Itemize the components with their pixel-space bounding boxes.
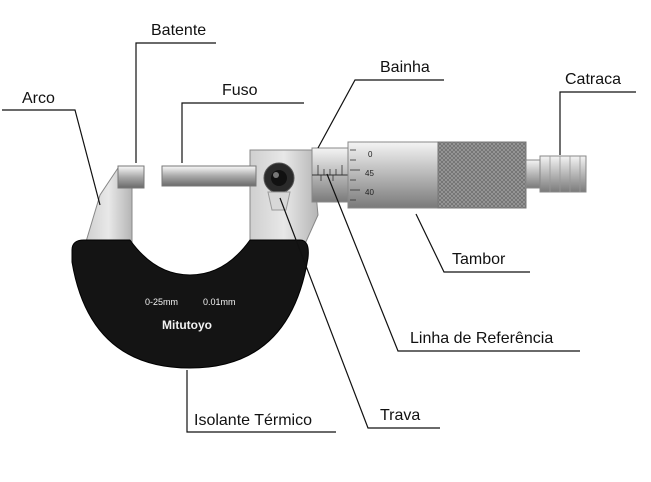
label-linha-referencia: Linha de Referência (410, 330, 553, 347)
leader-isolante (186, 370, 336, 433)
leader-bainha (317, 79, 444, 149)
label-trava: Trava (380, 407, 420, 424)
label-catraca: Catraca (565, 71, 621, 88)
spindle (161, 165, 257, 187)
ratchet (525, 155, 587, 193)
anvil (117, 165, 145, 189)
thimble-mark-45: 45 (365, 169, 374, 178)
brand-logo: Mitutoyo (162, 318, 212, 332)
thimble: 0 45 40 (347, 141, 527, 209)
leader-arco (2, 109, 101, 206)
label-isolante: Isolante Térmico (194, 412, 312, 429)
label-batente: Batente (151, 22, 206, 39)
leader-tambor (415, 213, 530, 273)
thimble-mark-0: 0 (368, 150, 373, 159)
leader-batente (135, 42, 216, 163)
leader-lines (2, 42, 636, 433)
leader-linha-referencia (326, 173, 580, 352)
thimble-mark-40: 40 (365, 188, 374, 197)
label-fuso: Fuso (222, 82, 258, 99)
thermal-insulator (71, 239, 309, 369)
sleeve (311, 147, 349, 203)
label-bainha: Bainha (380, 59, 430, 76)
lock-knob (263, 162, 295, 211)
range-marking: 0-25mm (145, 297, 178, 307)
label-arco: Arco (22, 90, 55, 107)
label-tambor: Tambor (452, 251, 506, 268)
leader-fuso (181, 102, 304, 163)
leader-trava (279, 197, 440, 429)
leader-catraca (559, 91, 636, 155)
resolution-marking: 0.01mm (203, 297, 236, 307)
